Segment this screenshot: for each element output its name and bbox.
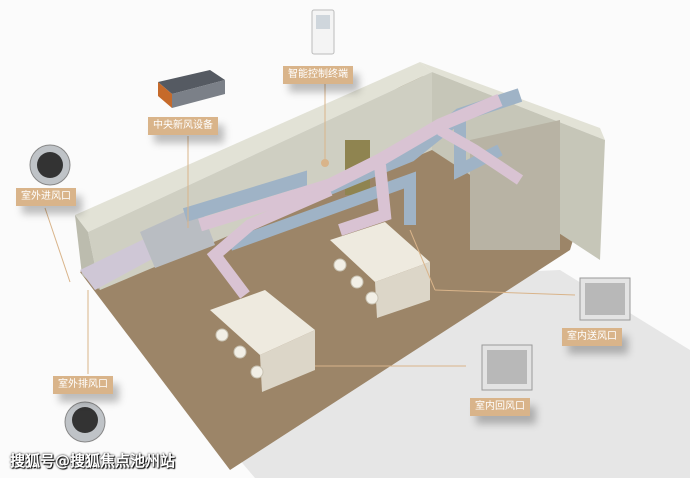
central-unit-label: 中央新风设备	[148, 117, 218, 135]
inner-room	[470, 120, 560, 250]
control-terminal-marker	[321, 159, 329, 167]
supply-branch-3	[437, 125, 524, 185]
supply-branch-2	[338, 164, 392, 236]
indoor-return-grille	[481, 344, 533, 391]
control-terminal-label: 智能控制终端	[283, 66, 353, 84]
outdoor-intake-label: 室外进风口	[16, 188, 76, 206]
outdoor-exhaust-label: 室外排风口	[53, 376, 113, 394]
supply-branch	[206, 184, 333, 299]
return-branch	[227, 171, 416, 251]
indoor-supply-grille	[579, 277, 631, 321]
central-unit-device	[158, 70, 225, 108]
desk-cluster-2	[330, 222, 430, 282]
indoor-supply-label: 室内送风口	[562, 328, 622, 346]
chairs	[215, 258, 379, 379]
desk-cluster-1	[210, 290, 315, 355]
callout-lines	[44, 84, 576, 374]
wall-top-edge	[75, 62, 432, 232]
supply-duct	[198, 94, 503, 232]
outdoor-exhaust-vent	[64, 401, 106, 443]
control-terminal-device	[311, 9, 335, 55]
indoor-return-label: 室内回风口	[470, 398, 530, 416]
central-unit-in-scene	[140, 205, 215, 268]
desk-side-2	[375, 262, 430, 318]
outdoor-intake-vent	[29, 144, 71, 186]
watermark: 搜狐号@搜狐焦点池州站	[10, 452, 176, 470]
desk-side-1	[260, 330, 315, 392]
